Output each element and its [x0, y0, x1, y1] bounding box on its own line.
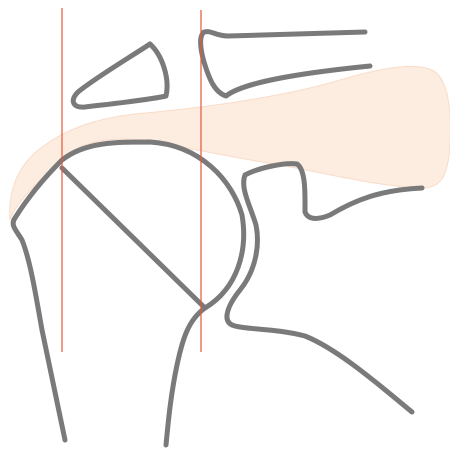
- humerus-outline: [13, 142, 244, 445]
- glenoid-scapula: [227, 164, 422, 412]
- coracoid-process: [73, 44, 167, 107]
- acromion-highlight: [10, 66, 450, 220]
- humeral-head-diameter-line: [62, 168, 205, 308]
